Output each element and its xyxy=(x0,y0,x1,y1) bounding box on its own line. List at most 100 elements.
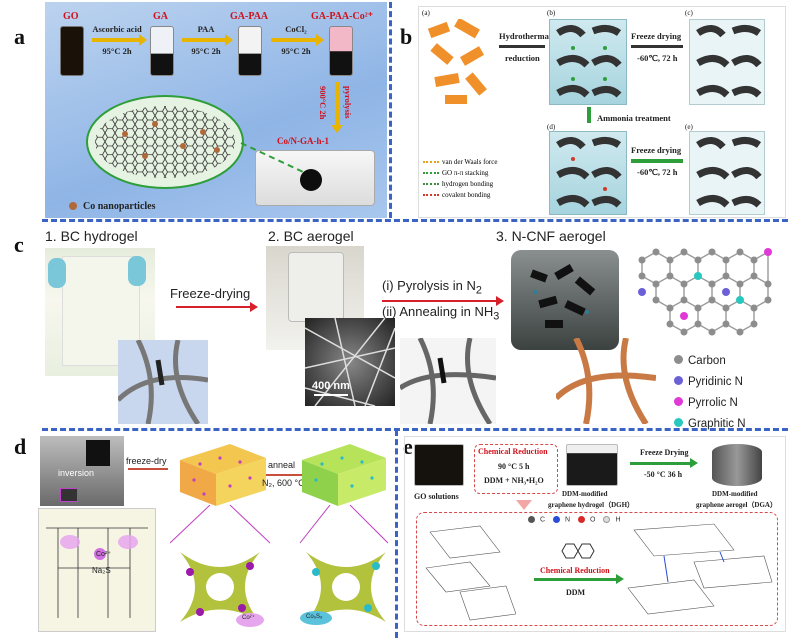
pyrolysis-arrow-c xyxy=(382,300,498,302)
freeze-dry-arrow xyxy=(128,468,168,470)
mechanism-box xyxy=(416,512,778,626)
separator-ab xyxy=(389,2,392,218)
dga-sheets-e xyxy=(627,523,773,615)
struct-e-sheets xyxy=(696,136,762,208)
struct-d-sheets xyxy=(556,136,622,208)
b-legend-item-0: van der Waals force xyxy=(423,157,497,168)
atom-legend: C N O H xyxy=(528,516,621,523)
ddm-molecule xyxy=(561,543,595,559)
step2-cond: 95°C 2h xyxy=(191,46,221,56)
fd-arrowhead-e xyxy=(690,458,698,468)
fiber-network-2-svg xyxy=(400,338,496,424)
annealing-step: (ii) Annealing in NH3 xyxy=(382,304,500,323)
cr-box xyxy=(474,444,558,494)
cos-label: Co₉S₈ xyxy=(306,614,323,620)
dgh-label-1: DDM-modified xyxy=(562,490,608,498)
hydro-label2: reduction xyxy=(505,53,540,63)
cr-cond1: 90 °C 5 h xyxy=(498,462,530,471)
polymer-scheme-svg xyxy=(46,527,148,618)
panel-a: GO GA GA-PAA GA-PAA-Co²⁺ Ascorbic acid 9… xyxy=(45,2,387,218)
cr2-label: Chemical Reduction xyxy=(540,566,610,575)
freeze-drying-arrow xyxy=(176,306,252,308)
go-solution-beaker xyxy=(414,444,464,486)
co-dot-icon xyxy=(69,202,77,210)
pyrolysis-arrowhead-c xyxy=(496,296,504,306)
n-cnf-pieces xyxy=(530,264,596,328)
step1-cond: 95°C 2h xyxy=(102,46,132,56)
label-e: e xyxy=(403,434,413,459)
ammonia-label: Ammonia treatment xyxy=(597,113,671,123)
separator-de xyxy=(395,430,398,638)
n-atom-icon xyxy=(553,516,561,523)
step1-reagent: Ascorbic acid xyxy=(92,24,142,34)
sample-ga-paa-co: GA-PAA-Co²⁺ xyxy=(311,11,373,22)
pyrolysis-arrowhead xyxy=(331,125,343,133)
dgh-label-2: graphene hydrogel（DGH） xyxy=(548,501,635,509)
cr-label: Chemical Reduction xyxy=(478,447,548,456)
co-ion-label-2: Co²⁺ xyxy=(242,615,255,621)
post-anneal-pore xyxy=(300,552,386,625)
vial-bottom xyxy=(60,488,78,502)
anneal-arrow xyxy=(266,474,306,476)
ddm-label: DDM xyxy=(566,588,586,597)
fd-label-2: Freeze drying xyxy=(631,145,682,155)
sample-ga: GA xyxy=(153,11,168,22)
h-atom-icon xyxy=(603,516,611,523)
dga-label-2: graphene aerogel（DGA） xyxy=(696,501,777,509)
pyrolysis-step: (i) Pyrolysis in N2 xyxy=(382,278,482,297)
hydro-arrow xyxy=(499,45,545,48)
dga-cylinder xyxy=(712,444,762,486)
panel-e xyxy=(404,436,786,632)
sample-go: GO xyxy=(63,11,79,22)
anneal-cond: N₂, 600 °C xyxy=(262,478,305,488)
o-atom-icon xyxy=(578,516,586,523)
ammonia-arrow xyxy=(587,107,591,123)
step3-reagent: CoCl₂ xyxy=(285,24,307,34)
freeze-dry-label: freeze-dry xyxy=(126,456,167,466)
b-sub-e: (e) xyxy=(685,123,693,131)
b-legend: van der Waals force GO π-π stacking hydr… xyxy=(423,157,497,201)
fd-label-e: Freeze Drying xyxy=(640,448,689,457)
separator-mid xyxy=(42,428,788,431)
c-legend-pyridinic: Pyridinic N xyxy=(674,371,746,392)
scale-label: 400 nm xyxy=(312,380,350,392)
graphene-zoom-circle xyxy=(86,95,244,189)
pyridinic-dot-icon xyxy=(674,376,683,386)
go-solutions-label: GO solutions xyxy=(414,492,459,501)
fd-arrow-1 xyxy=(631,45,683,48)
b-sub-a: (a) xyxy=(422,9,430,17)
freeze-drying-arrowhead xyxy=(250,302,258,312)
step2-reagent: PAA xyxy=(197,24,215,34)
sample-ga-paa: GA-PAA xyxy=(230,11,269,22)
inversion-photo xyxy=(40,436,124,506)
pyrrolic-dot-icon xyxy=(674,397,683,407)
b-legend-item-2: hydrogen bonding xyxy=(423,179,497,190)
graphitic-dot-icon xyxy=(674,418,683,428)
label-a: a xyxy=(14,24,25,49)
c-legend-carbon: Carbon xyxy=(674,350,746,371)
fd-arrow-2 xyxy=(631,159,683,163)
vial-go xyxy=(60,26,84,76)
freeze-drying-label: Freeze-drying xyxy=(170,286,251,301)
fd-arrow-e xyxy=(630,462,692,465)
fd-label-1: Freeze drying xyxy=(631,31,682,41)
label-c: c xyxy=(14,232,24,257)
vial-ga xyxy=(150,26,174,76)
d-zoom-lines xyxy=(170,505,389,544)
fiber-network-1-svg xyxy=(118,340,208,424)
hydro-label: Hydrothermal xyxy=(499,31,552,41)
b-legend-item-3: covalent bonding xyxy=(423,190,497,201)
vial-ga-paa xyxy=(238,26,262,76)
fd-cond-1: -60℃, 72 h xyxy=(637,53,678,63)
b-sub-c: (c) xyxy=(685,9,693,17)
c-title-3: 3. N-CNF aerogel xyxy=(496,228,606,244)
c-legend-pyrrolic: Pyrrolic N xyxy=(674,392,746,413)
c-legend-graphitic: Graphitic N xyxy=(674,413,746,434)
go-sheets xyxy=(427,19,487,104)
n-doped-graphene-lattice xyxy=(638,248,772,336)
glove-left xyxy=(48,258,66,288)
scale-bar xyxy=(314,394,348,396)
step3-arrow xyxy=(271,34,324,46)
label-b: b xyxy=(400,24,413,49)
product-pellet xyxy=(300,169,322,191)
